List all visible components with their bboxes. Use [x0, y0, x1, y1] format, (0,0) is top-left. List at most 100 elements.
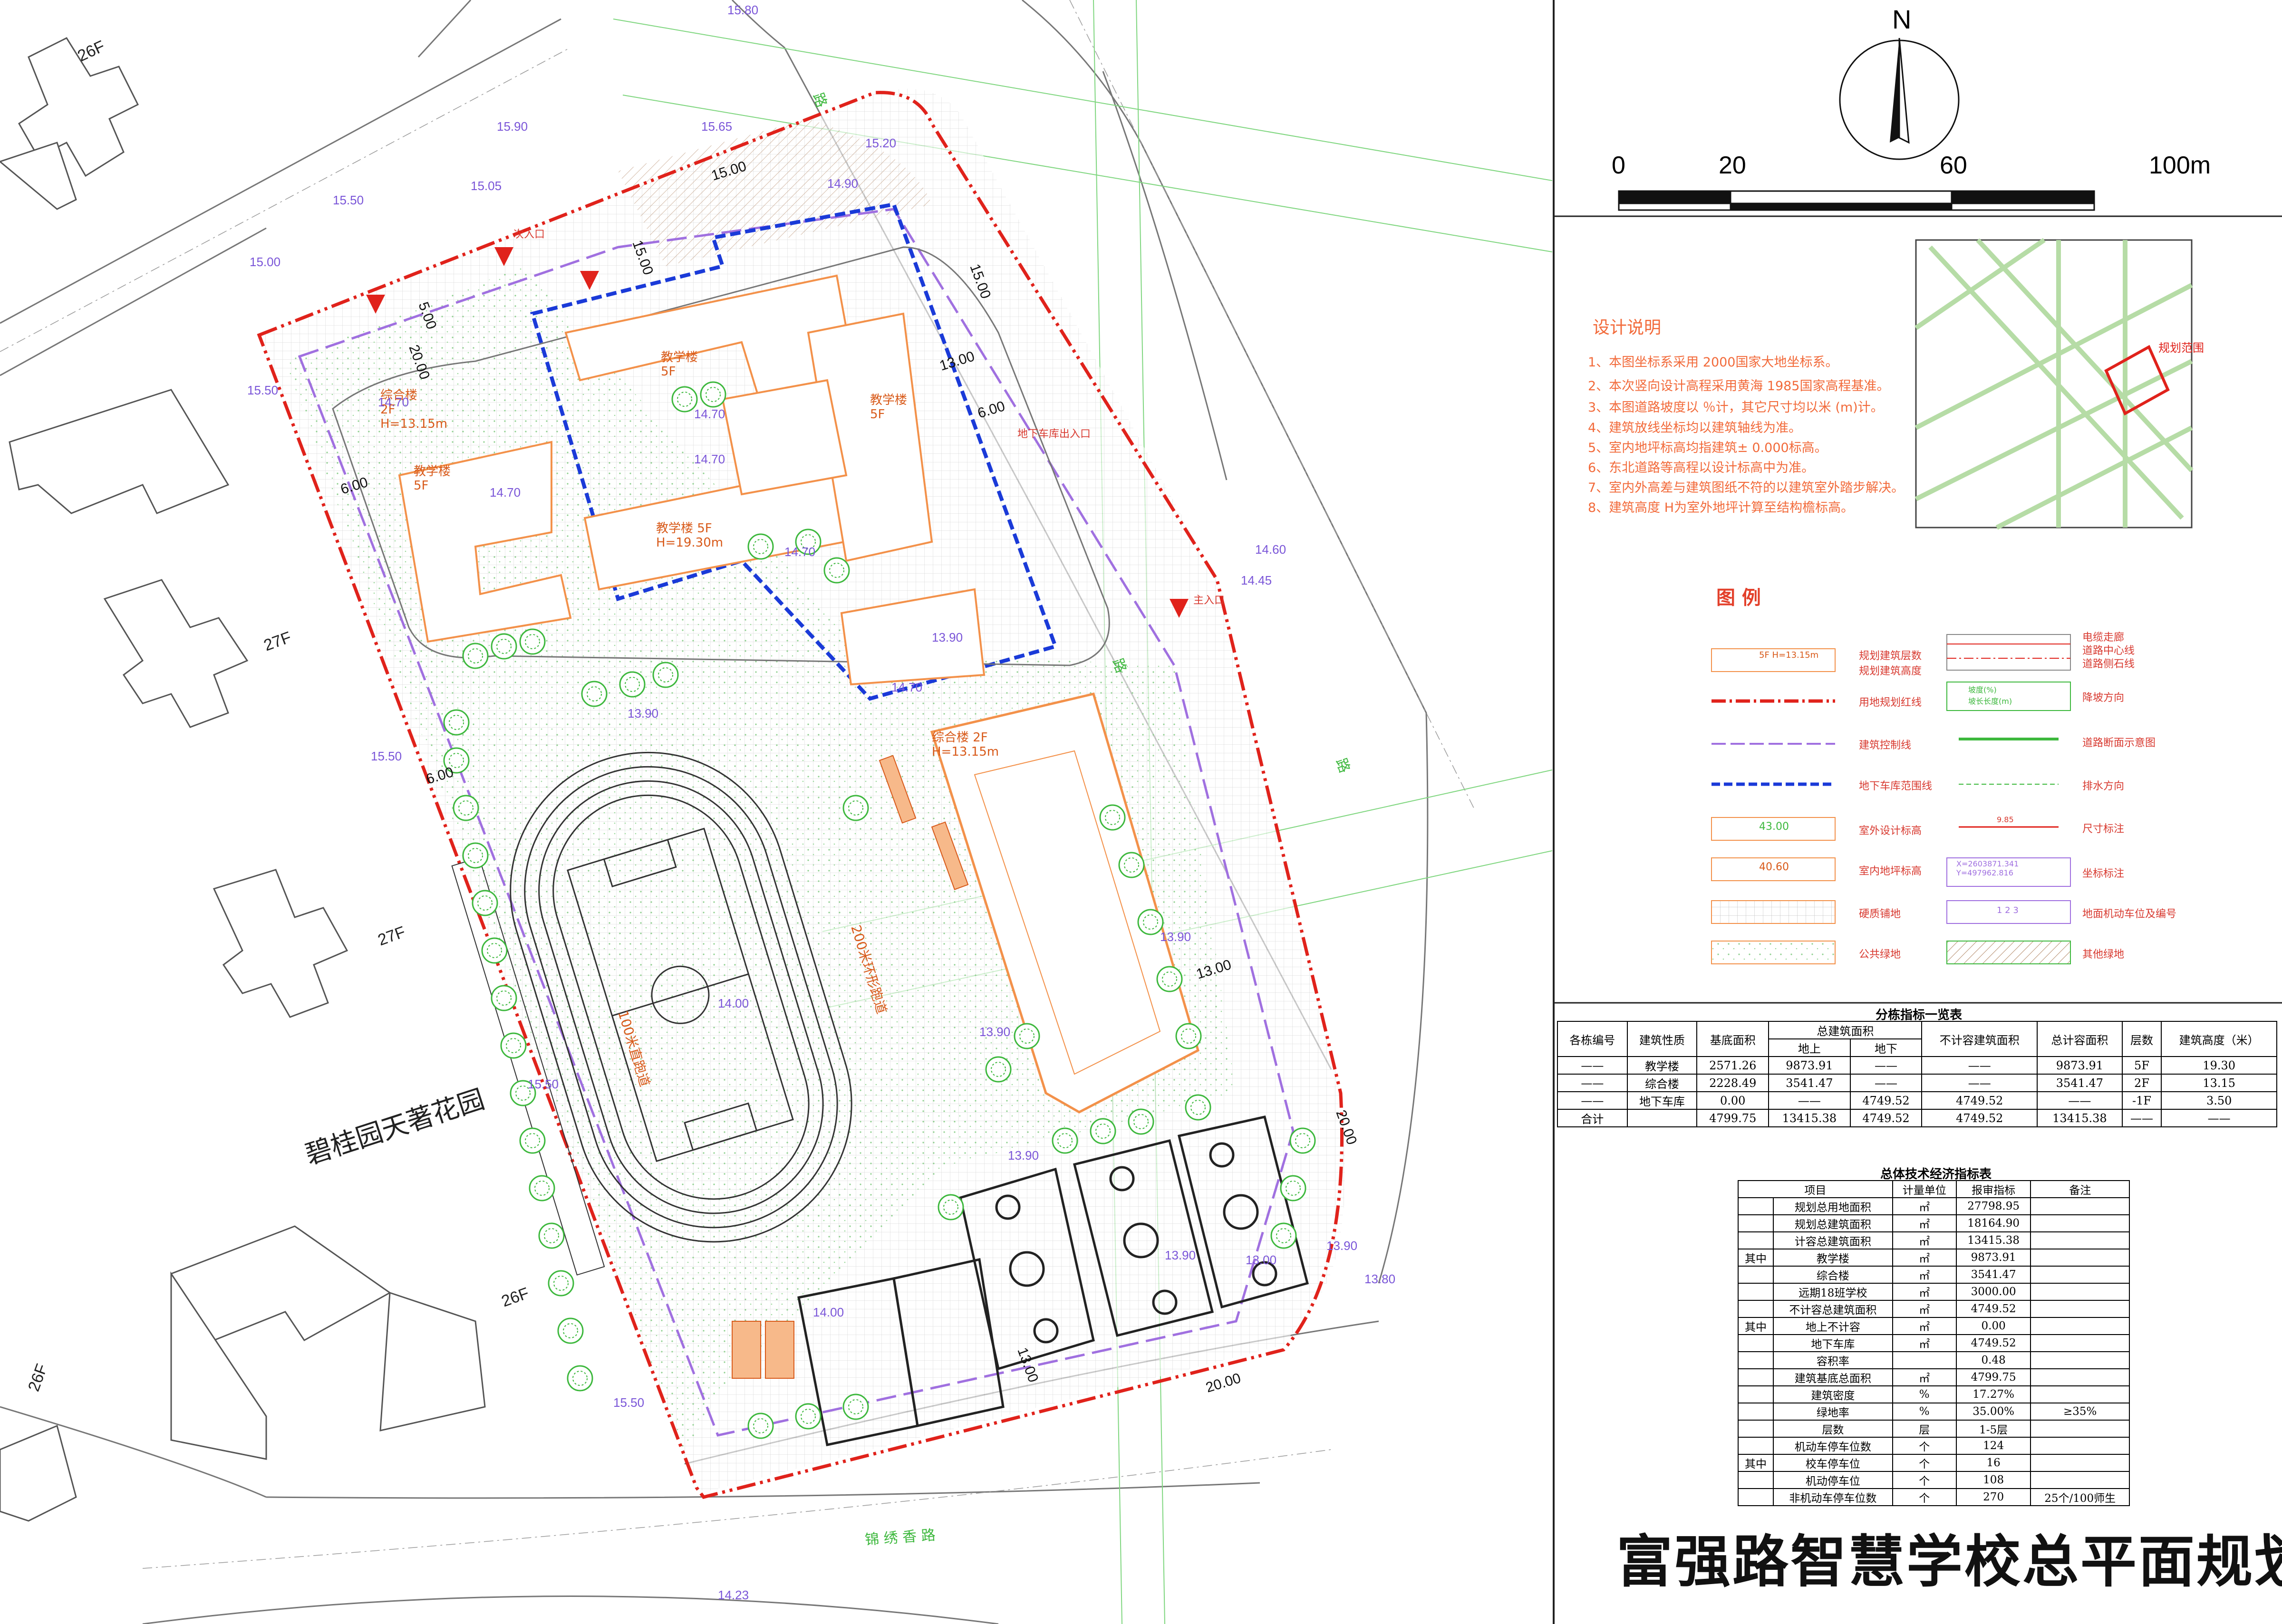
elevation-label: 13.90 — [1326, 1239, 1357, 1253]
location-map-label: 规划范围 — [2158, 341, 2204, 355]
basketball-courts — [797, 1115, 1309, 1446]
econ-table-title: 总体技术经济指标表 — [1880, 1167, 1992, 1182]
entrance-side-label: 次入口 — [513, 229, 545, 240]
elevation-label: 14.90 — [827, 176, 858, 191]
stands — [732, 755, 969, 1379]
elevation-label: 15.50 — [371, 749, 402, 763]
table-row: 建筑密度%17.27% — [1738, 1385, 2130, 1403]
elevation-label: 14.70 — [694, 407, 725, 421]
elevation-label: 14.70 — [891, 680, 922, 694]
elevation-label: 14.70 — [784, 545, 815, 559]
north-label: N — [1892, 4, 1912, 34]
elevation-label: 14.70 — [378, 395, 409, 409]
legend-sample: 5F H=13.15m — [1759, 650, 1819, 660]
legend-title: 图 例 — [1716, 587, 1761, 609]
elevation-label: 13.90 — [628, 706, 658, 721]
legend-sample: 1 2 3 — [1997, 905, 2019, 915]
elevation-label: 15.50 — [247, 383, 278, 397]
elevation-label: 14.45 — [1241, 573, 1272, 587]
complex-inner — [974, 750, 1161, 1075]
legend-sample: 坡度(%) 坡长长度(m) — [1968, 685, 2012, 706]
elevation-label: 15.05 — [471, 179, 502, 193]
elevation-label: 15.20 — [865, 136, 896, 150]
elevation-label: 13.90 — [1160, 930, 1191, 944]
running-track — [451, 751, 852, 1276]
building-table-title: 分栋指标一览表 — [1876, 1008, 1963, 1022]
elevation-label: 13.00 — [1246, 1253, 1276, 1267]
elevation-label: 13.90 — [979, 1025, 1010, 1039]
design-notes-title: 设计说明 — [1593, 318, 1662, 337]
elevation-label: 15.65 — [701, 119, 732, 134]
green-area — [285, 266, 1236, 1454]
red-boundary — [257, 91, 1344, 1499]
garage-line — [530, 202, 1058, 701]
entrance-main-label: 主入口 — [1193, 595, 1225, 606]
legend-sample: X=2603871.341 Y=497962.816 — [1956, 859, 2019, 877]
scale-bar — [1618, 190, 2095, 211]
elevation-label: 14.60 — [1255, 542, 1286, 557]
elevation-label: 15.90 — [497, 119, 528, 134]
elevation-labels: 15.80 15.90 15.65 15.20 14.90 15.05 15.00 15.50… — [247, 3, 1395, 1602]
location-map: 规划范围 — [1915, 238, 2204, 530]
teaching-buildings — [398, 274, 986, 686]
legend-samples — [1711, 634, 2071, 964]
elevation-label: 14.70 — [490, 485, 521, 500]
building-table: 各栋编号 建筑性质 基底面积 总建筑面积 不计容建筑面积 总计容面积 层数 建筑… — [1557, 1021, 2277, 1127]
elevation-label: 15.50 — [528, 1077, 559, 1091]
hatched-square — [618, 119, 932, 266]
site-plan: 26F 27F 27F 26F 26F 碧桂园天著花园 2 — [0, 0, 1552, 1624]
svg-text:教学楼 5FH=19.30m: 教学楼 5FH=19.30m — [656, 521, 723, 550]
elevation-label: 13.90 — [1165, 1248, 1196, 1262]
sheet-title: 富强路智慧学校总平面规划图 — [1616, 1529, 2282, 1595]
neighbor-buildings — [0, 37, 486, 1522]
elevation-label: 14.00 — [718, 996, 749, 1010]
legend-sample: 40.60 — [1759, 861, 1789, 873]
parking-label: 地下车库出入口 — [1017, 428, 1091, 440]
legend-sample: 43.00 — [1759, 821, 1789, 833]
svg-text:综合楼 2FH=13.15m: 综合楼 2FH=13.15m — [932, 730, 999, 759]
elevation-label: 14.23 — [718, 1588, 749, 1602]
road-centerlines — [0, 0, 1474, 1569]
north-arrow-icon — [1839, 38, 1960, 160]
elevation-label: 15.80 — [727, 3, 758, 17]
elevation-label: 15.50 — [333, 193, 364, 207]
elevation-label: 15.50 — [613, 1395, 644, 1410]
internal-road — [332, 246, 1110, 666]
elevation-label: 13.90 — [932, 630, 963, 644]
elevation-label: 13.80 — [1364, 1272, 1395, 1286]
elevation-label: 14.00 — [813, 1305, 844, 1319]
entrance-markers — [366, 247, 1189, 618]
elevation-label: 15.00 — [250, 255, 280, 269]
elevation-label: 14.70 — [694, 452, 725, 466]
elevation-label: 13.90 — [1008, 1148, 1039, 1163]
table-row: 绿地率%35.00%≥35% — [1738, 1403, 2130, 1421]
